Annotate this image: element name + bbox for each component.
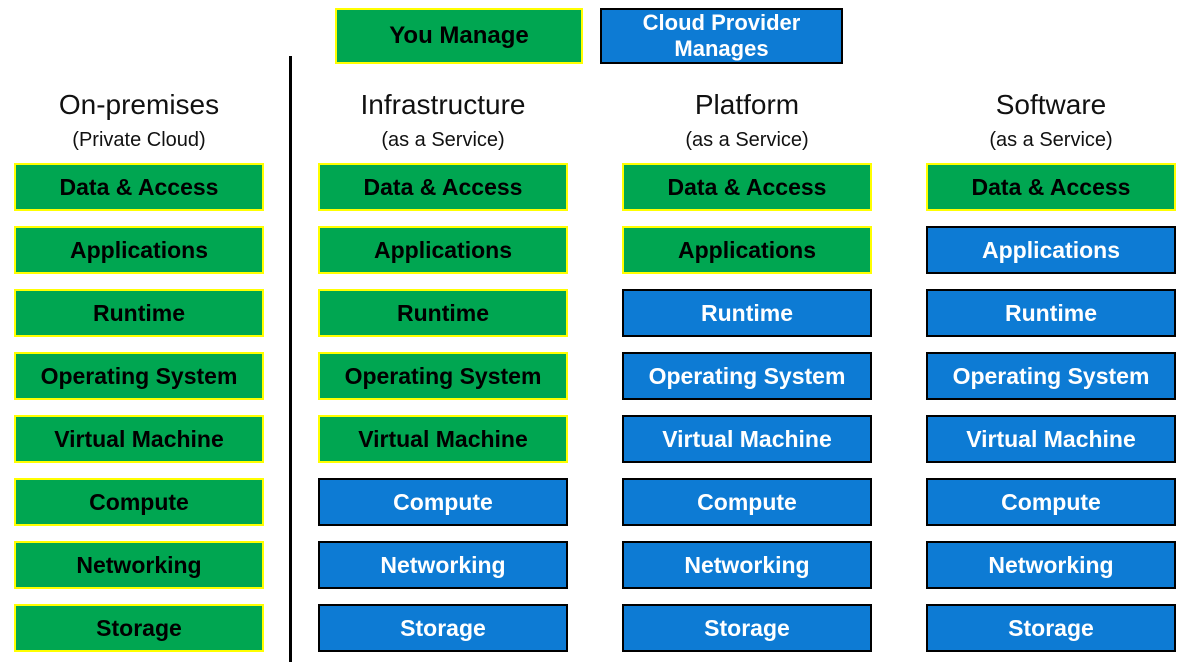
layer-box: Virtual Machine <box>926 415 1176 463</box>
layer-box: Networking <box>318 541 568 589</box>
column-header: Platform (as a Service) <box>622 86 872 156</box>
legend-cloud-provider-manages: Cloud Provider Manages <box>600 8 843 64</box>
column-header: On-premises (Private Cloud) <box>14 86 264 156</box>
layer-box: Runtime <box>318 289 568 337</box>
layer-box: Operating System <box>14 352 264 400</box>
column-header: Software (as a Service) <box>926 86 1176 156</box>
layer-box: Operating System <box>318 352 568 400</box>
layer-box: Networking <box>926 541 1176 589</box>
layer-box: Data & Access <box>622 163 872 211</box>
onprem-divider-line <box>289 56 292 662</box>
layer-box: Data & Access <box>318 163 568 211</box>
layer-box: Storage <box>926 604 1176 652</box>
layer-box: Compute <box>622 478 872 526</box>
layer-box: Compute <box>14 478 264 526</box>
layer-box: Applications <box>622 226 872 274</box>
layer-box: Networking <box>622 541 872 589</box>
column-infrastructure-as-a-service: Infrastructure (as a Service) Data & Acc… <box>318 0 568 662</box>
layer-box: Applications <box>926 226 1176 274</box>
layer-box: Operating System <box>622 352 872 400</box>
layer-box: Operating System <box>926 352 1176 400</box>
layer-box: Applications <box>14 226 264 274</box>
layer-box: Runtime <box>622 289 872 337</box>
layer-box: Compute <box>318 478 568 526</box>
column-subtitle: (as a Service) <box>381 129 505 151</box>
column-header: Infrastructure (as a Service) <box>318 86 568 156</box>
layer-box: Storage <box>318 604 568 652</box>
layer-box: Networking <box>14 541 264 589</box>
layer-box: Virtual Machine <box>14 415 264 463</box>
layer-box: Data & Access <box>14 163 264 211</box>
layer-box: Data & Access <box>926 163 1176 211</box>
column-subtitle: (Private Cloud) <box>72 129 206 151</box>
layer-box: Storage <box>622 604 872 652</box>
column-title: On-premises <box>58 89 220 120</box>
legend-cloud-provider-manages-label: Cloud Provider Manages <box>642 10 801 61</box>
column-title: Software <box>995 89 1107 120</box>
column-software-as-a-service: Software (as a Service) Data & Access Ap… <box>926 0 1176 662</box>
layer-box: Virtual Machine <box>318 415 568 463</box>
layer-box: Runtime <box>14 289 264 337</box>
layer-box: Compute <box>926 478 1176 526</box>
column-platform-as-a-service: Platform (as a Service) Data & Access Ap… <box>622 0 872 662</box>
legend-you-manage-label: You Manage <box>389 22 529 49</box>
column-title: Platform <box>694 89 800 120</box>
column-on-premises: On-premises (Private Cloud) Data & Acces… <box>14 0 264 662</box>
layer-box: Applications <box>318 226 568 274</box>
legend-you-manage: You Manage <box>335 8 583 64</box>
column-subtitle: (as a Service) <box>685 129 809 151</box>
column-subtitle: (as a Service) <box>989 129 1113 151</box>
layer-box: Storage <box>14 604 264 652</box>
column-title: Infrastructure <box>360 89 526 120</box>
layer-box: Virtual Machine <box>622 415 872 463</box>
layer-box: Runtime <box>926 289 1176 337</box>
